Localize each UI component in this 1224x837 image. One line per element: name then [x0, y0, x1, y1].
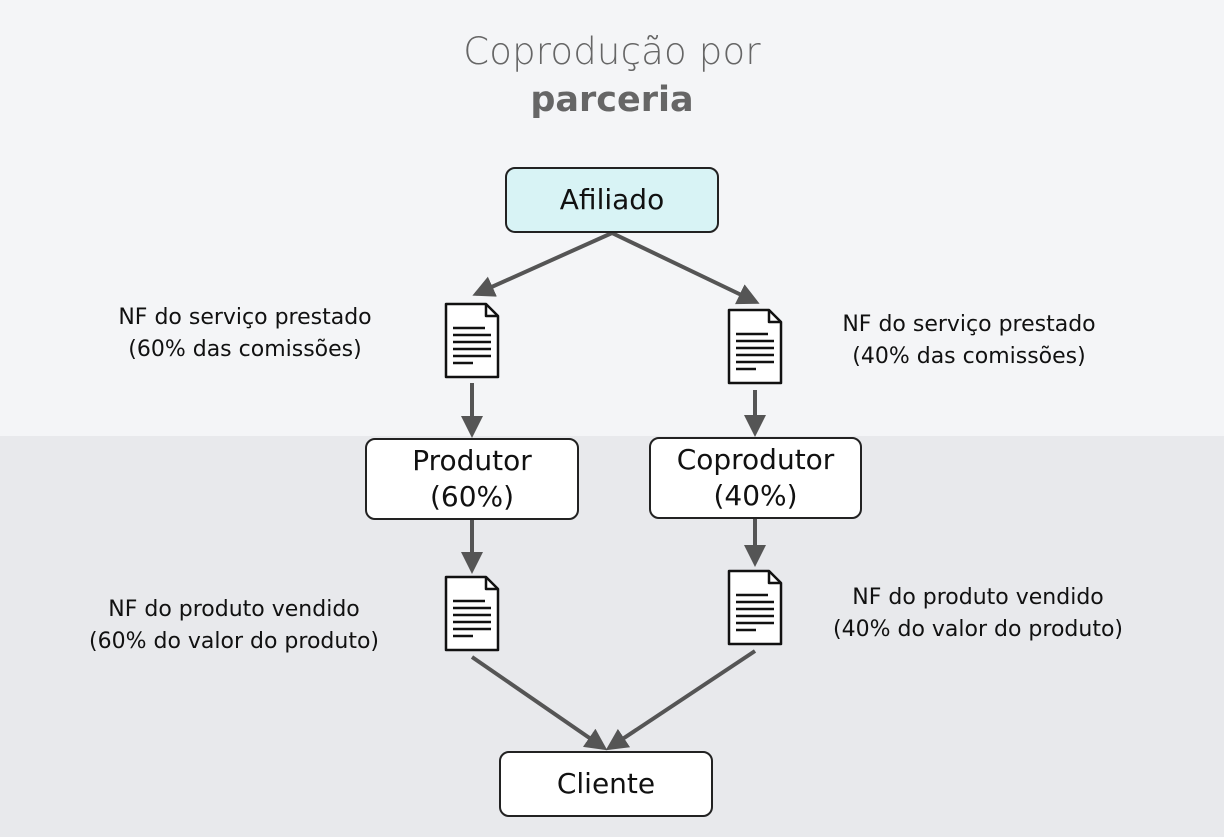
node-produtor-share: (60%): [429, 480, 515, 513]
document-icon: [444, 575, 500, 652]
node-coprodutor-share: (40%): [713, 479, 798, 512]
node-produtor-label: Produtor: [412, 444, 532, 477]
note-servico-produtor: NF do serviço prestado (60% das comissõe…: [95, 302, 395, 366]
node-produtor: Produtor (60%): [365, 438, 579, 520]
note-produto-produtor: NF do produto vendido (60% do valor do p…: [60, 594, 408, 658]
arrow-doc-left-to-cliente: [470, 655, 608, 751]
arrow-afiliado-to-doc-right: [611, 231, 760, 305]
document-icon: [444, 302, 500, 379]
node-afiliado: Afiliado: [505, 167, 719, 233]
arrow-afiliado-to-doc-left: [472, 231, 613, 297]
node-coprodutor-label: Coprodutor: [676, 443, 835, 476]
note-produto-coprodutor: NF do produto vendido (40% do valor do p…: [808, 582, 1148, 646]
node-coprodutor: Coprodutor (40%): [649, 437, 862, 519]
note-servico-produtor-title: NF do serviço prestado: [118, 305, 372, 330]
diagram-title-line2: parceria: [530, 80, 694, 120]
note-produto-coprodutor-title: NF do produto vendido: [852, 585, 1104, 610]
document-icon: [727, 308, 783, 385]
note-servico-coprodutor-share: (40% das comissões): [852, 344, 1086, 369]
node-cliente: Cliente: [499, 751, 713, 817]
node-cliente-label: Cliente: [556, 767, 656, 800]
node-afiliado-label: Afiliado: [559, 183, 665, 216]
note-servico-coprodutor-title: NF do serviço prestado: [842, 312, 1096, 337]
note-servico-produtor-share: (60% das comissões): [128, 337, 362, 362]
note-servico-coprodutor: NF do serviço prestado (40% das comissõe…: [819, 309, 1119, 373]
note-produto-produtor-share: (60% do valor do produto): [89, 629, 379, 654]
document-icon: [727, 569, 783, 646]
arrow-doc-right-to-cliente: [605, 649, 757, 751]
note-produto-coprodutor-share: (40% do valor do produto): [833, 617, 1123, 642]
diagram-title-line1: Coprodução por: [463, 30, 761, 73]
note-produto-produtor-title: NF do produto vendido: [108, 597, 360, 622]
